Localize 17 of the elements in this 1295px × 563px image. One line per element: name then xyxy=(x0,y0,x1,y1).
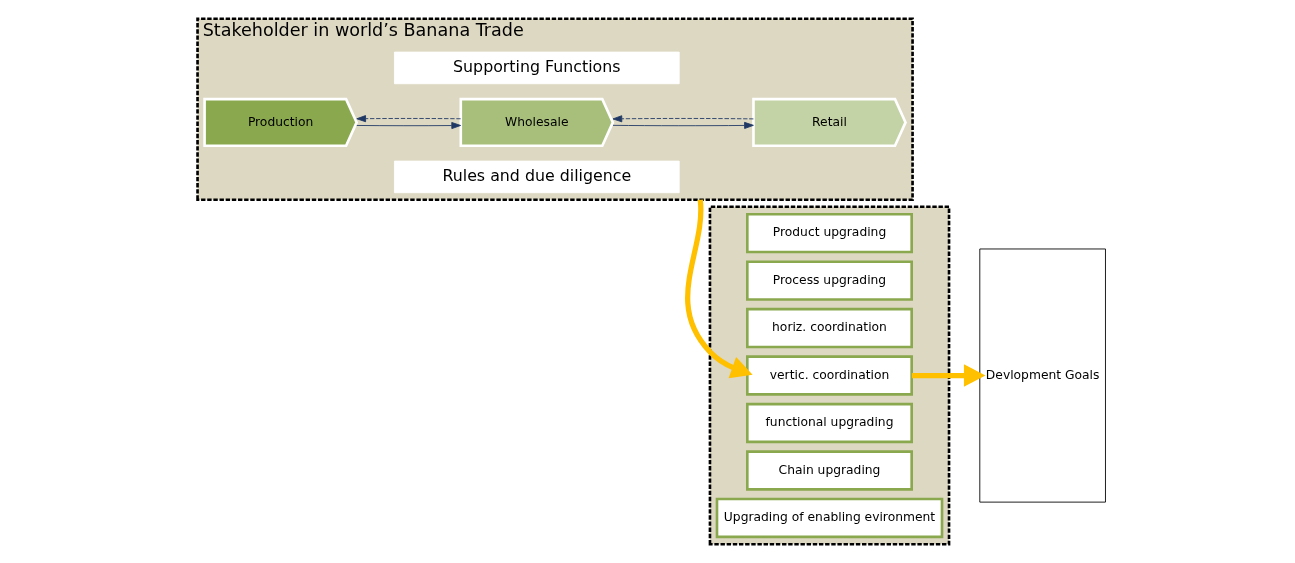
node-box: Chain upgrading xyxy=(745,450,913,491)
node-box: vertic. coordination xyxy=(745,355,913,396)
node-box: Rules and due diligence xyxy=(393,160,680,194)
arrow xyxy=(355,122,461,130)
node-box: Upgrading of enabling evironment xyxy=(715,497,943,539)
arrow xyxy=(355,115,461,123)
cluster xyxy=(708,205,950,546)
arrow xyxy=(911,364,985,387)
node-box: Process upgrading xyxy=(745,260,913,301)
node-box: functional upgrading xyxy=(745,402,913,444)
node-box: Product upgrading xyxy=(745,212,913,254)
arrow xyxy=(612,121,754,129)
node-box: Supporting Functions xyxy=(393,51,680,85)
node-box: Devlopment Goals xyxy=(978,248,1106,503)
arrow xyxy=(684,199,753,379)
arrow xyxy=(612,115,754,123)
node-box: horiz. coordination xyxy=(745,307,913,349)
